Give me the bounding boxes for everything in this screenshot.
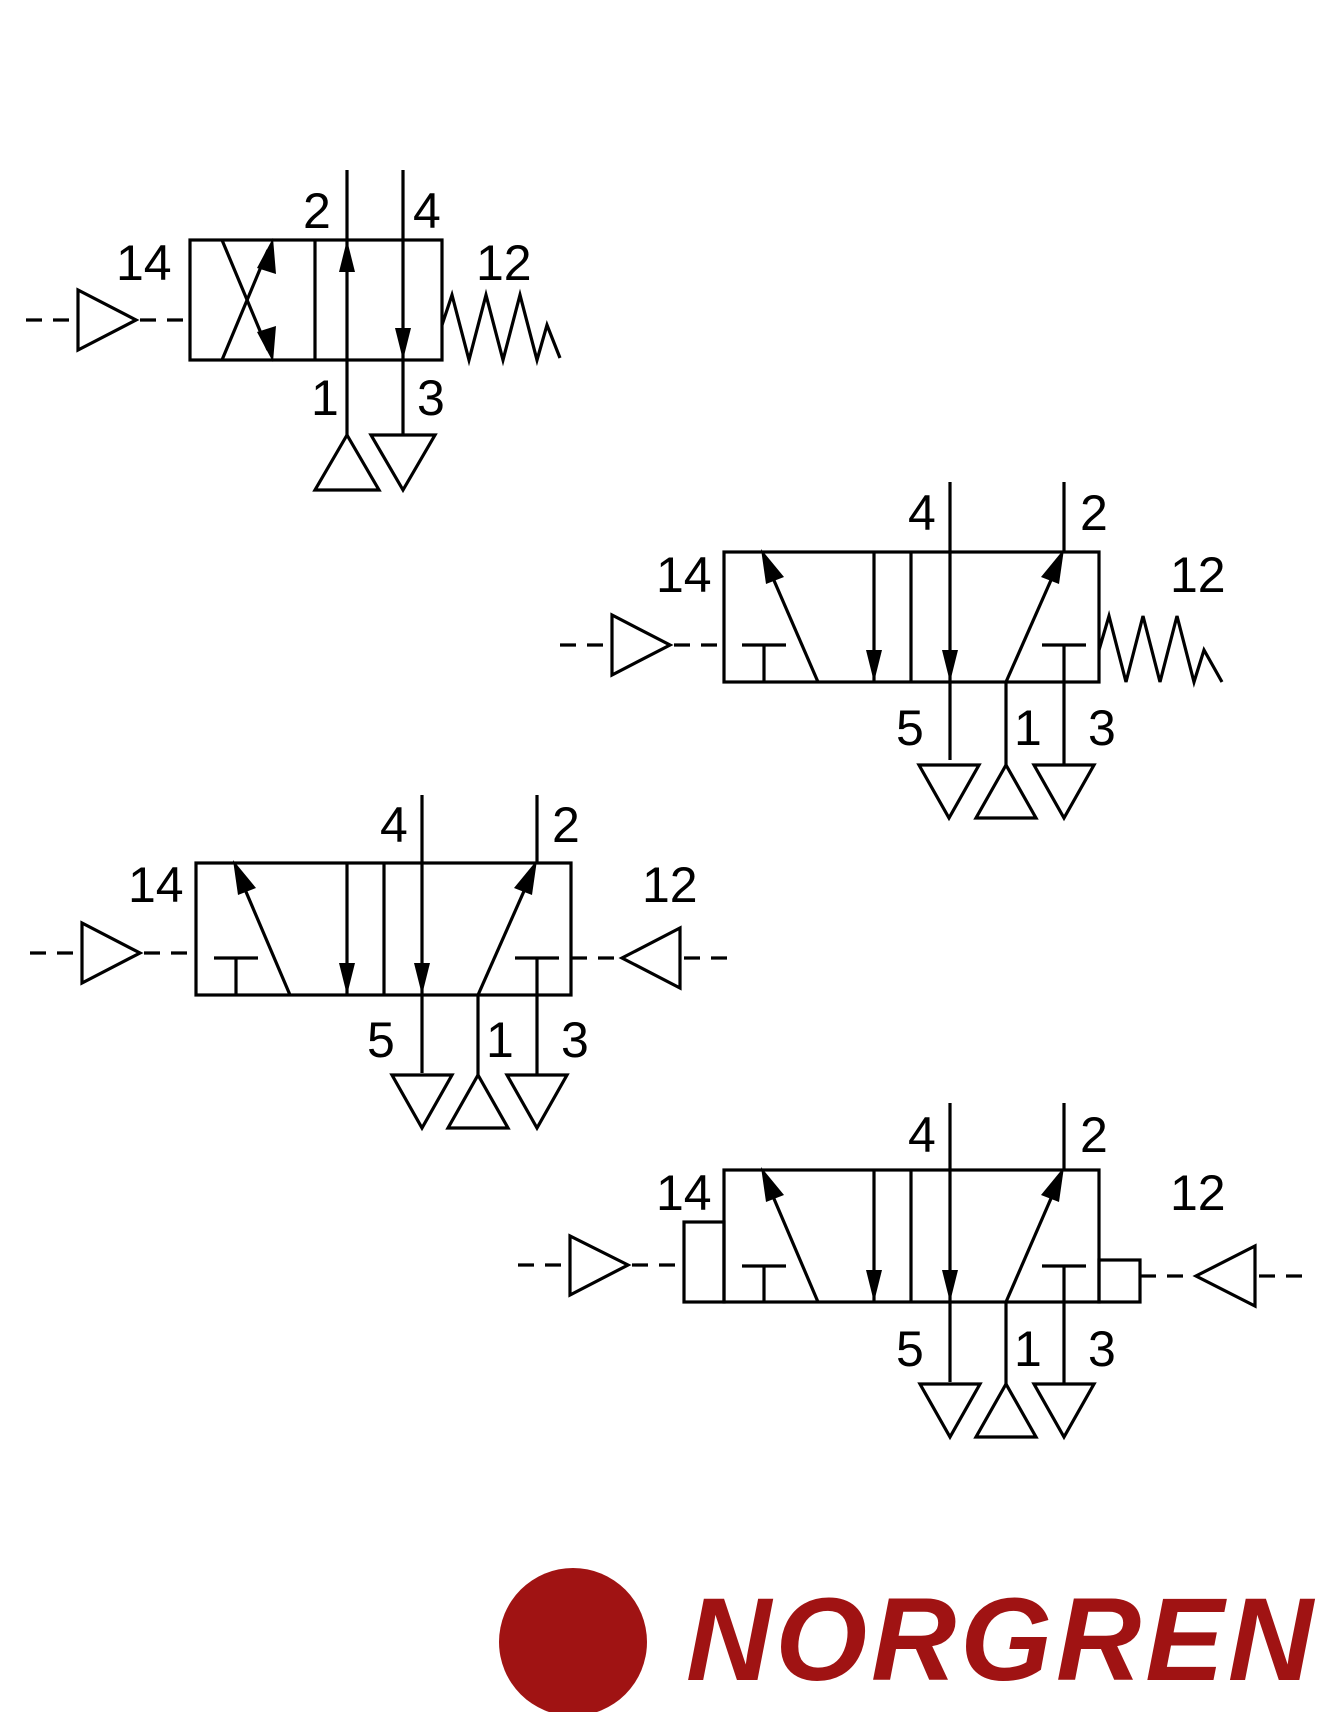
arrow-head-icon [1041,1167,1064,1202]
port-label-2: 2 [1080,1107,1108,1163]
port-label-1: 1 [486,1012,514,1068]
pressure-source-icon [973,1380,1039,1439]
spring-icon [1097,609,1224,688]
arrow-head-icon [761,549,784,584]
port-label-2: 2 [303,183,331,239]
pilot-triangle-icon [80,920,144,986]
arrow-head-icon [257,238,276,274]
port-label-14: 14 [128,857,184,913]
norgren-logo: NORGREN [499,1568,1317,1712]
pilot-actuator-box [682,1220,726,1304]
logo-ball-icon [499,1568,647,1712]
logo-wordmark: NORGREN [686,1574,1317,1706]
port-label-12: 12 [476,235,532,291]
port-label-12: 12 [1170,547,1226,603]
port-label-3: 3 [1088,700,1116,756]
arrow-head-icon [339,240,355,272]
port-label-1: 1 [1014,700,1042,756]
port-label-4: 4 [380,797,408,853]
exhaust-icon [916,763,982,822]
port-label-12: 12 [1170,1165,1226,1221]
arrow-head-icon [761,1167,784,1202]
port-label-4: 4 [908,1107,936,1163]
flow-line [1004,1179,1061,1303]
exhaust-icon [1031,1382,1097,1441]
arrow-head-icon [1041,549,1064,584]
arrow-head-icon [339,963,355,995]
pressure-source-icon [445,1071,511,1130]
port-label-3: 3 [417,370,445,426]
port-label-5: 5 [896,1321,924,1377]
port-label-5: 5 [367,1012,395,1068]
arrow-head-icon [866,1270,882,1302]
exhaust-icon [917,1382,983,1441]
pressure-source-icon [312,431,382,492]
pilot-triangle-icon [568,1233,632,1298]
port-label-3: 3 [561,1012,589,1068]
exhaust-icon [504,1073,570,1132]
port-label-2: 2 [552,797,580,853]
arrow-head-icon [395,328,411,360]
arrow-head-icon [233,860,256,895]
port-label-14: 14 [656,1165,712,1221]
arrow-head-icon [866,650,882,682]
arrow-head-icon [942,650,958,682]
flow-line [1004,561,1061,683]
pilot-triangle-icon [610,612,674,678]
port-label-14: 14 [116,235,172,291]
port-label-1: 1 [311,370,339,426]
exhaust-icon [1031,763,1097,822]
flow-line [764,561,820,683]
valve-symbol-1: 14 12 2 4 1 3 [26,170,562,494]
pilot-triangle-icon [1192,1243,1257,1309]
flow-line [236,872,292,996]
exhaust-icon [389,1073,455,1132]
port-label-3: 3 [1088,1321,1116,1377]
flow-line [764,1179,820,1303]
pilot-actuator-box [1097,1258,1142,1304]
arrow-head-icon [514,860,537,895]
port-label-5: 5 [896,700,924,756]
flow-line [476,872,534,996]
arrow-head-icon [257,326,276,362]
valve-symbol-3: 14 12 4 2 5 1 3 [30,795,735,1132]
port-label-1: 1 [1014,1321,1042,1377]
pilot-triangle-icon [76,287,140,353]
exhaust-icon [368,433,438,494]
valve-symbol-4: 14 12 4 2 5 1 3 [518,1103,1310,1441]
port-label-14: 14 [656,547,712,603]
valve-symbol-2: 14 12 4 2 5 1 3 [560,482,1226,822]
port-label-4: 4 [908,485,936,541]
spring-icon [440,288,562,367]
pilot-triangle-icon [618,925,682,991]
pressure-source-icon [973,761,1039,820]
port-label-2: 2 [1080,485,1108,541]
port-label-4: 4 [413,183,441,239]
arrow-head-icon [414,963,430,995]
arrow-head-icon [942,1270,958,1302]
port-label-12: 12 [642,857,698,913]
